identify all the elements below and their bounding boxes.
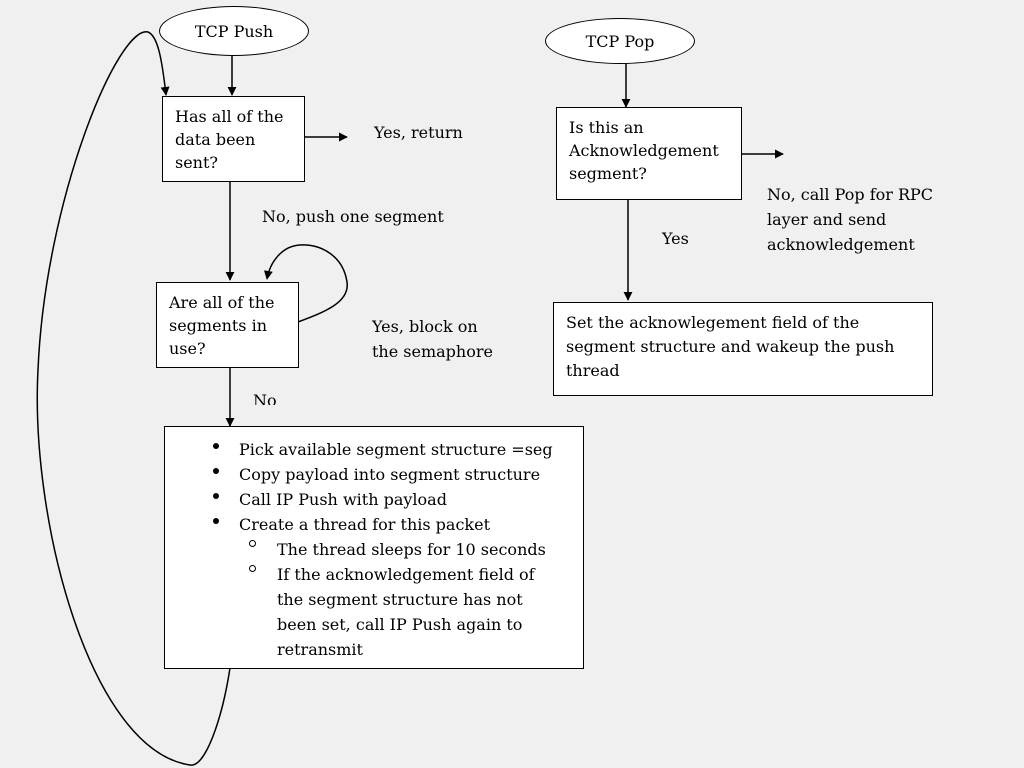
- yes-return-label: Yes, return: [374, 123, 463, 142]
- check-sent-line: sent?: [175, 153, 218, 172]
- action-step-thread-label: Create a thread for this packet: [239, 515, 490, 534]
- thread-step-list: The thread sleeps for 10 seconds If the …: [239, 537, 553, 662]
- check-ack-line: Acknowledgement: [569, 141, 719, 160]
- no-call-pop-line: layer and send: [767, 210, 887, 229]
- check-sent-line: Has all of the: [175, 107, 284, 126]
- action-step: Copy payload into segment structure: [213, 462, 553, 487]
- thread-step: The thread sleeps for 10 seconds: [239, 537, 553, 562]
- check-segments-decision: Are all of the segments in use?: [156, 282, 299, 368]
- action-step: Pick available segment structure =seg: [213, 437, 553, 462]
- set-ack-line: Set the acknowlegement field of the: [566, 313, 860, 332]
- no-label-clip: No: [253, 388, 293, 405]
- no-label: No: [253, 391, 277, 405]
- action-step: Call IP Push with payload: [213, 487, 553, 512]
- yes-label: Yes: [662, 229, 689, 248]
- action-step-list: Pick available segment structure =seg Co…: [213, 437, 553, 662]
- pop-start-node: TCP Pop: [545, 18, 695, 64]
- check-sent-decision: Has all of the data been sent?: [162, 96, 305, 182]
- set-ack-line: segment structure and wakeup the push: [566, 337, 895, 356]
- check-segments-line: segments in: [169, 316, 268, 335]
- no-call-pop-label: No, call Pop for RPC layer and send ackn…: [767, 182, 933, 257]
- action-box: Pick available segment structure =seg Co…: [164, 426, 584, 669]
- check-ack-line: segment?: [569, 164, 647, 183]
- set-ack-line: thread: [566, 361, 620, 380]
- arrow-check-segments-self-loop: [263, 244, 348, 323]
- push-start-label: TCP Push: [194, 21, 274, 41]
- check-segments-line: use?: [169, 339, 206, 358]
- action-step-thread: Create a thread for this packet The thre…: [213, 512, 553, 662]
- no-call-pop-line: acknowledgement: [767, 235, 915, 254]
- push-start-node: TCP Push: [159, 6, 309, 56]
- no-call-pop-line: No, call Pop for RPC: [767, 185, 934, 204]
- no-push-label: No, push one segment: [262, 207, 444, 226]
- set-ack-box: Set the acknowlegement field of the segm…: [553, 302, 933, 396]
- yes-block-label: Yes, block on the semaphore: [372, 314, 493, 364]
- pop-start-label: TCP Pop: [585, 31, 655, 51]
- check-sent-line: data been: [175, 130, 256, 149]
- yes-block-line: Yes, block on: [372, 317, 478, 336]
- thread-step: If the acknowledgement field of the segm…: [239, 562, 539, 662]
- yes-block-line: the semaphore: [372, 342, 493, 361]
- check-ack-decision: Is this an Acknowledgement segment?: [556, 107, 742, 200]
- arrow-action-box-loop-back: [36, 31, 231, 766]
- check-ack-line: Is this an: [569, 118, 644, 137]
- check-segments-line: Are all of the: [169, 293, 275, 312]
